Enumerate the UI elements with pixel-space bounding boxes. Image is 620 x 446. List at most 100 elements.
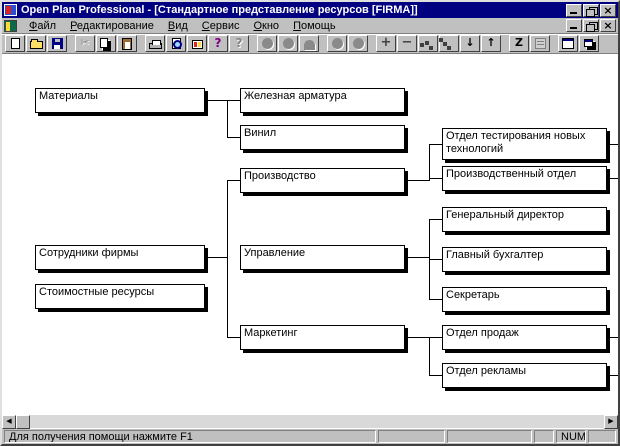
link-nodes-button[interactable] [418, 35, 438, 52]
document-icon[interactable] [4, 19, 17, 32]
cascade-windows-icon [583, 38, 593, 47]
move-down-button[interactable]: ↓ [460, 35, 480, 52]
cut-icon: ✂ [80, 36, 90, 49]
scrollbar-thumb[interactable] [16, 415, 30, 429]
remove-node-button[interactable]: − [397, 35, 417, 52]
node-shape-circle-1-icon [331, 38, 343, 49]
mdi-restore-button[interactable] [583, 19, 599, 32]
connector-line [430, 299, 442, 300]
org-node[interactable]: Стоимостные ресурсы [35, 284, 205, 309]
add-node-button[interactable]: + [376, 35, 396, 52]
connector-line [429, 219, 430, 300]
connector-line [227, 180, 228, 338]
scroll-right-button[interactable]: ▶ [604, 415, 618, 429]
org-node[interactable]: Генеральный директор [442, 207, 607, 232]
move-up-icon: ↑ [486, 36, 496, 49]
menu-bar: Файл Редактирование Вид Сервис Окно Помо… [2, 18, 618, 34]
org-node[interactable]: Материалы [35, 88, 205, 113]
move-up-button[interactable]: ↑ [481, 35, 501, 52]
node-shape-ellipse-icon [261, 38, 273, 49]
connector-line [206, 257, 227, 258]
org-node[interactable]: Винил [240, 125, 405, 150]
help-button[interactable]: ? [208, 35, 228, 52]
connector-line [228, 100, 240, 101]
notes-button [530, 35, 550, 52]
connector-line [610, 375, 618, 376]
step-layout-icon [443, 41, 447, 46]
print-preview-icon [171, 38, 182, 49]
tile-windows-button[interactable] [558, 35, 578, 52]
connector-line [610, 178, 618, 179]
step-layout-button[interactable] [439, 35, 459, 52]
connector-line [227, 100, 228, 138]
menu-edit[interactable]: Редактирование [70, 19, 154, 32]
menu-window[interactable]: Окно [253, 19, 280, 32]
remove-node-icon: − [401, 35, 413, 50]
connector-line [228, 137, 240, 138]
menu-help[interactable]: Помощь [293, 19, 336, 32]
node-shape-pin-icon [282, 38, 294, 49]
connector-line [430, 144, 442, 145]
scrollbar-track[interactable] [30, 415, 604, 428]
org-node[interactable]: Управление [240, 245, 405, 270]
org-node[interactable]: Железная арматура [240, 88, 405, 113]
connector-line [430, 219, 442, 220]
connector-line [430, 259, 442, 260]
add-node-icon: + [380, 35, 392, 50]
print-preview-button[interactable] [166, 35, 186, 52]
org-node[interactable]: Маркетинг [240, 325, 405, 350]
copy-button[interactable] [96, 35, 116, 52]
connector-line [429, 144, 430, 181]
window-minimize-button[interactable] [566, 3, 582, 17]
link-nodes-icon [420, 42, 424, 47]
status-panel-3 [534, 430, 554, 443]
node-shape-arch-button [299, 35, 319, 52]
scroll-left-button[interactable]: ◀ [2, 415, 16, 429]
connector-line [406, 257, 429, 258]
save-button[interactable] [47, 35, 67, 52]
org-node[interactable]: Отдел рекламы [442, 363, 607, 388]
org-node[interactable]: Сотрудники фирмы [35, 245, 205, 270]
status-num-indicator: NUM [556, 430, 586, 443]
refresh-view-icon [191, 40, 203, 49]
context-help-button: ? [229, 35, 249, 52]
status-panel-1 [378, 430, 445, 443]
new-document-button[interactable] [5, 35, 25, 52]
horizontal-scrollbar[interactable]: ◀ ▶ [2, 414, 618, 429]
open-folder-icon [29, 39, 43, 49]
sort-z-button[interactable]: Z [509, 35, 529, 52]
connector-line [430, 178, 442, 179]
open-folder-button[interactable] [26, 35, 46, 52]
status-panel-2 [447, 430, 532, 443]
mdi-minimize-button[interactable] [566, 19, 582, 32]
node-shape-ellipse-button [257, 35, 277, 52]
refresh-view-button[interactable] [187, 35, 207, 52]
org-node[interactable]: Главный бухгалтер [442, 247, 607, 272]
sort-z-icon: Z [515, 36, 523, 49]
print-icon [148, 39, 162, 49]
title-bar: Open Plan Professional - [Стандартное пр… [2, 2, 618, 18]
cascade-windows-button[interactable] [579, 35, 599, 52]
tile-windows-icon [562, 38, 574, 49]
toolbar: ✂?? +− ↓ ↑ Z [2, 34, 618, 54]
window-restore-button[interactable] [583, 3, 599, 17]
menu-tools[interactable]: Сервис [201, 19, 240, 32]
menu-view[interactable]: Вид [167, 19, 188, 32]
org-node[interactable]: Отдел продаж [442, 325, 607, 350]
org-node[interactable]: Секретарь [442, 287, 607, 312]
connector-line [206, 100, 227, 101]
org-node[interactable]: Производство [240, 168, 405, 193]
org-node[interactable]: Отдел тестирования новых технологий [442, 128, 607, 160]
app-icon[interactable] [4, 4, 17, 16]
connector-line [430, 337, 442, 338]
new-document-icon [10, 38, 20, 49]
window-close-button[interactable] [600, 3, 616, 17]
menu-file[interactable]: Файл [29, 19, 57, 32]
mdi-close-button[interactable] [600, 19, 616, 32]
status-bar: Для получения помощи нажмите F1 NUM [2, 428, 618, 444]
help-icon: ? [214, 36, 222, 50]
org-node[interactable]: Производственный отдел [442, 166, 607, 191]
print-button[interactable] [145, 35, 165, 52]
connector-line [228, 180, 240, 181]
